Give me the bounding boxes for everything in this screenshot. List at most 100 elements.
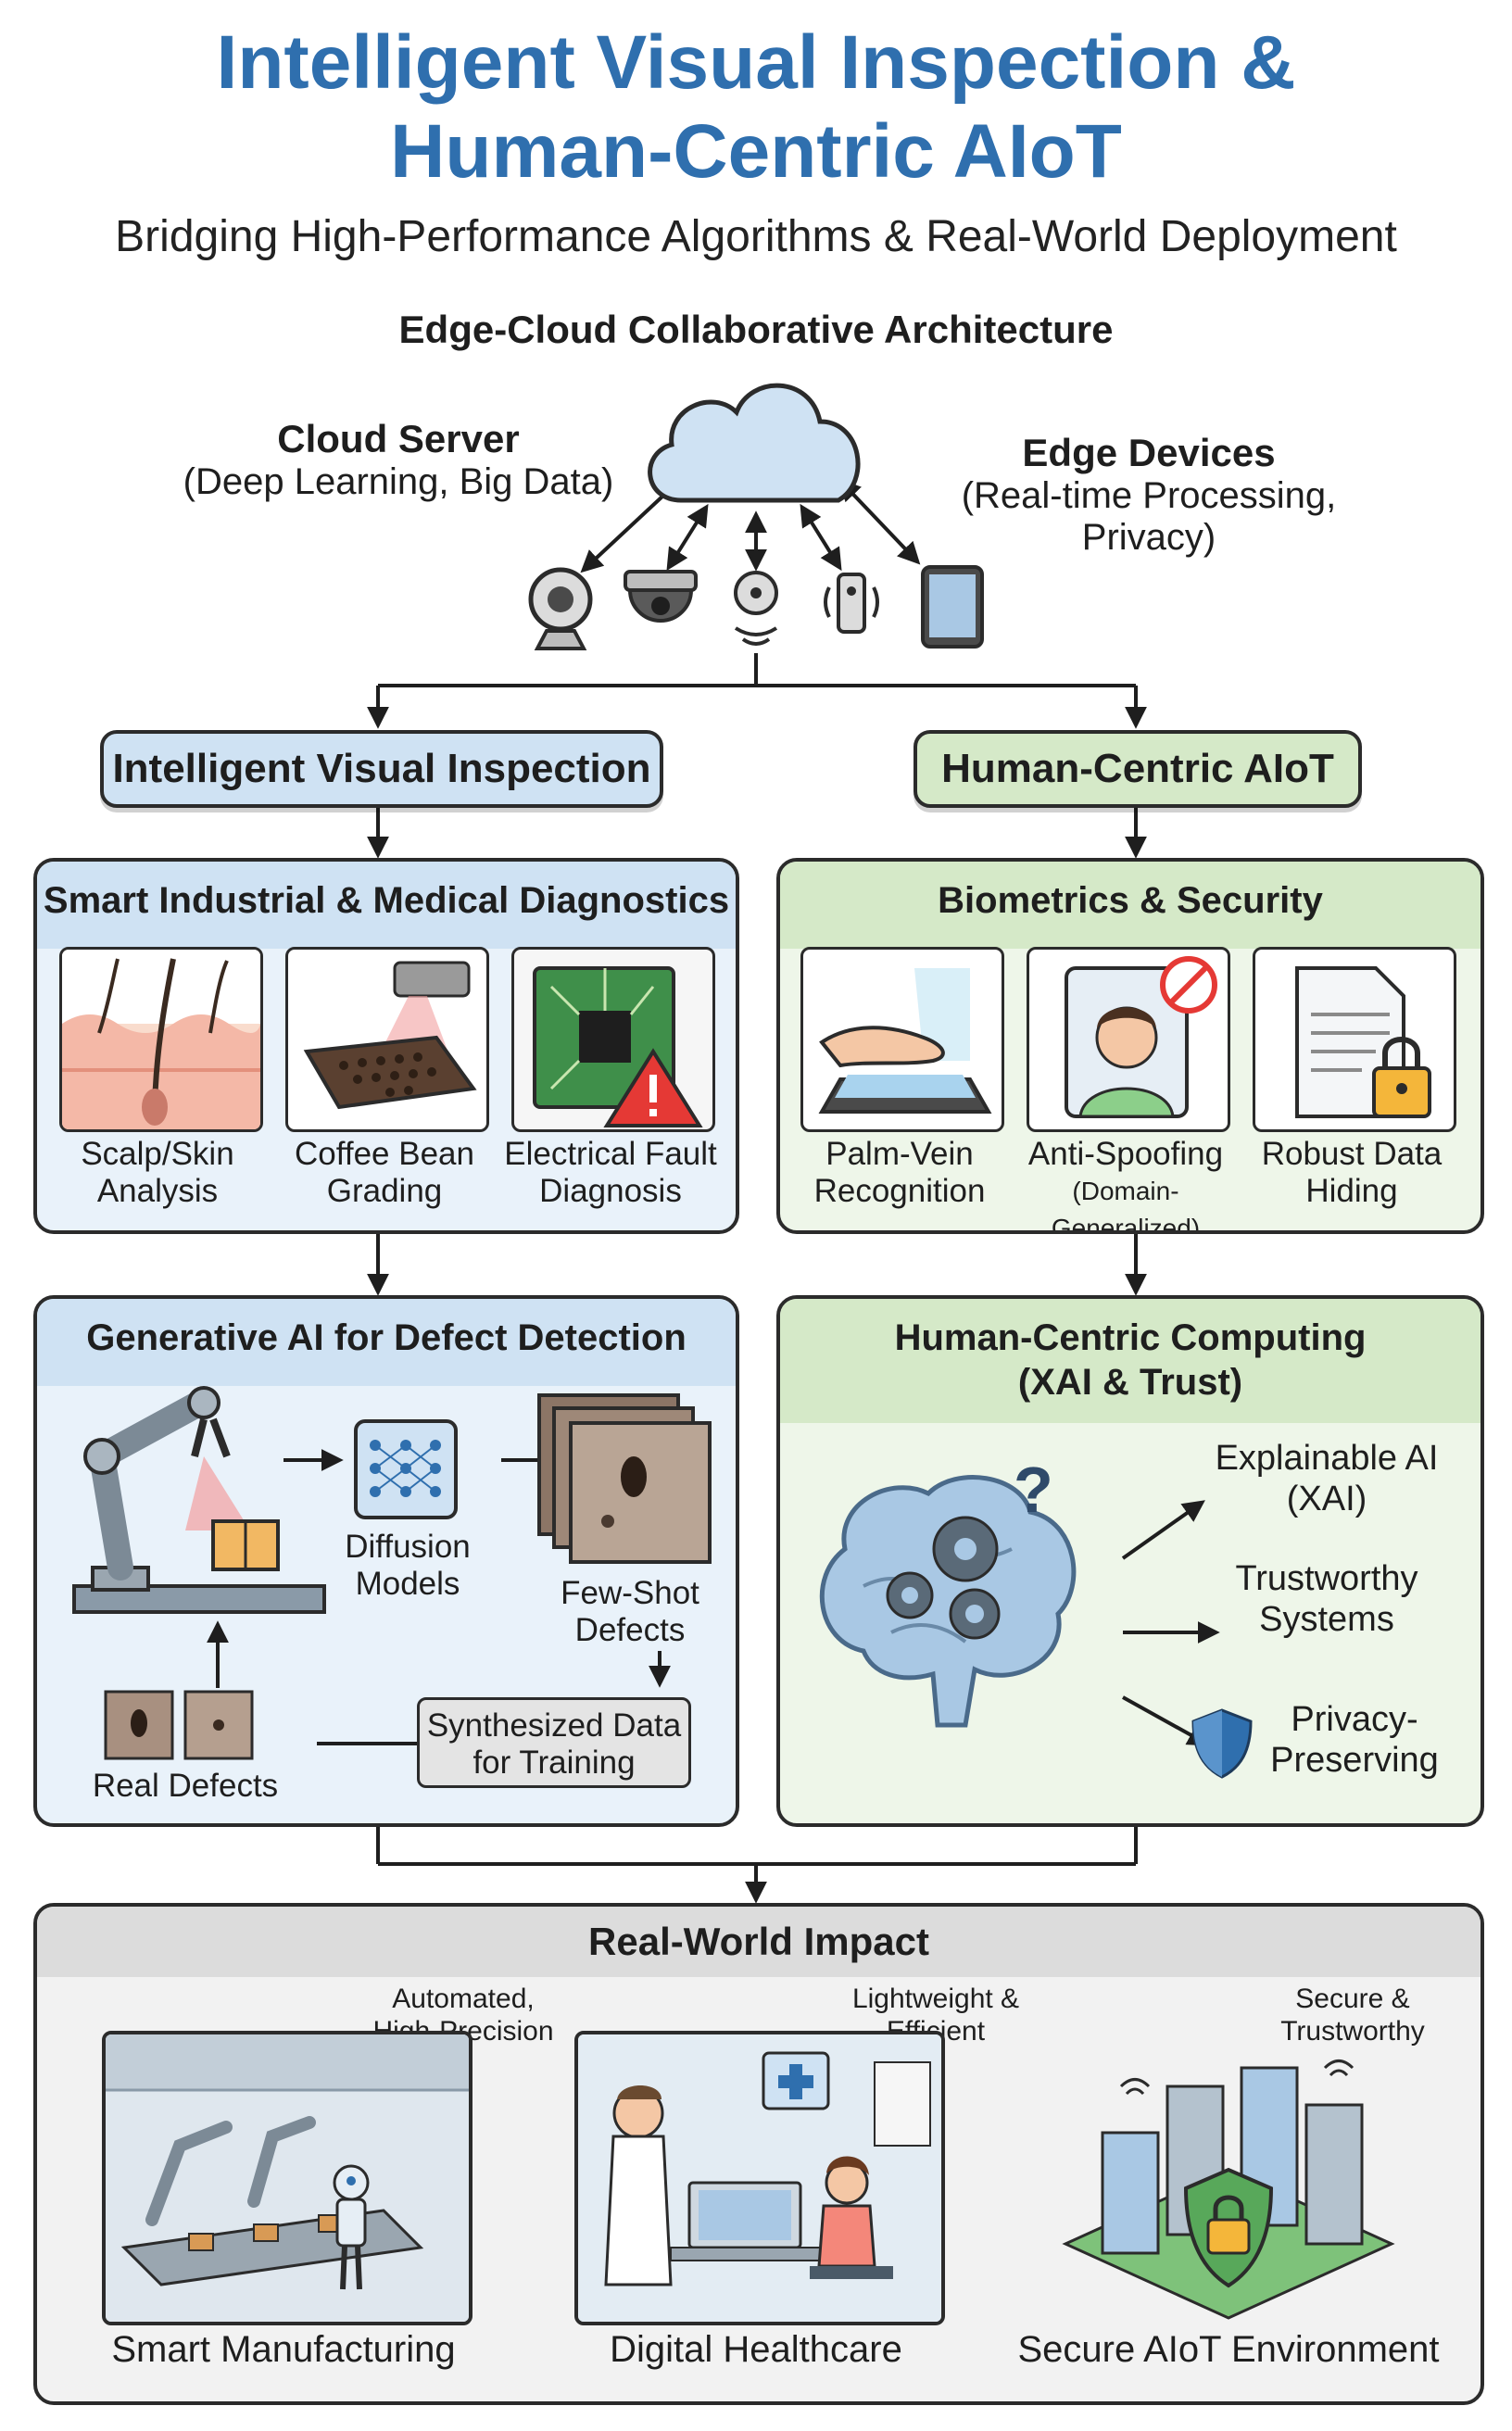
electrical-label-1: Electrical Fault bbox=[504, 1136, 717, 1172]
antispoof-label-1: Anti-Spoofing bbox=[1027, 1136, 1224, 1172]
circuit-board-warning-icon bbox=[533, 966, 703, 1127]
cloud-icon bbox=[648, 383, 861, 503]
secure-tag-1: Secure & bbox=[1295, 1984, 1410, 2014]
impact-tag-secure: Secure & Trustworthy bbox=[1241, 1983, 1464, 2047]
real-world-impact-title: Real-World Impact bbox=[37, 1907, 1480, 1977]
xai-label: Explainable AI (XAI) bbox=[1188, 1438, 1466, 1519]
robot-arm-icon bbox=[72, 1386, 326, 1614]
tablet-icon bbox=[921, 565, 984, 649]
scalp-skin-icon bbox=[62, 950, 260, 1129]
synth-label-2: for Training bbox=[472, 1745, 636, 1781]
palm-vein-label: Palm-Vein Recognition bbox=[780, 1136, 1020, 1210]
face-anti-spoof-icon bbox=[1065, 956, 1217, 1118]
webcam-icon bbox=[528, 567, 593, 650]
page-subtitle: Bridging High-Performance Algorithms & R… bbox=[115, 212, 1397, 261]
biometrics-security-panel: Biometrics & Security bbox=[776, 858, 1484, 1234]
smart-manufacturing-card bbox=[102, 2031, 472, 2325]
edge-devices-desc-1: (Real-time Processing, bbox=[961, 475, 1337, 516]
scalp-analysis-label: Scalp/Skin Analysis bbox=[37, 1136, 278, 1210]
branch-visual-inspection: Intelligent Visual Inspection bbox=[100, 730, 663, 808]
healthcare-tag-1: Lightweight & bbox=[851, 1984, 1020, 2014]
dome-camera-icon bbox=[624, 570, 698, 623]
coffee-label-2: Grading bbox=[326, 1173, 443, 1209]
real-world-impact-panel: Real-World Impact Automated, High-Precis… bbox=[33, 1903, 1484, 2405]
smart-sensor-icon bbox=[824, 573, 879, 634]
hc-title-2: (XAI & Trust) bbox=[1017, 1362, 1243, 1403]
secure-aiot-label: Secure AIoT Environment bbox=[1017, 2329, 1440, 2370]
real-defect-images bbox=[104, 1690, 254, 1760]
xai-label-1: Explainable AI bbox=[1215, 1439, 1439, 1478]
data-hiding-tile bbox=[1253, 947, 1456, 1132]
data-hiding-label: Robust Data Hiding bbox=[1231, 1136, 1472, 1210]
smart-manufacturing-label: Smart Manufacturing bbox=[111, 2329, 456, 2370]
trustworthy-label: Trustworthy Systems bbox=[1188, 1558, 1466, 1640]
palm-label-2: Recognition bbox=[813, 1173, 986, 1209]
scalp-label-1: Scalp/Skin bbox=[81, 1136, 234, 1172]
digital-healthcare-label: Digital Healthcare bbox=[610, 2329, 902, 2370]
document-lock-icon bbox=[1295, 966, 1431, 1118]
synthesized-data-box: Synthesized Data for Training bbox=[417, 1697, 691, 1788]
edge-devices-title: Edge Devices bbox=[1022, 431, 1276, 474]
xai-label-2: (XAI) bbox=[1286, 1480, 1367, 1518]
palm-label-1: Palm-Vein bbox=[825, 1136, 974, 1172]
branch-visual-inspection-label: Intelligent Visual Inspection bbox=[112, 746, 651, 791]
doctor-patient-icon bbox=[578, 2034, 941, 2322]
diffusion-label-2: Models bbox=[355, 1566, 460, 1602]
xai-arrows bbox=[1121, 1500, 1220, 1746]
neural-network-icon bbox=[354, 1419, 458, 1519]
antispoof-label-2: (Domain-Generalized) bbox=[1051, 1177, 1201, 1234]
electrical-label-2: Diagnosis bbox=[539, 1173, 682, 1209]
defect-flow-arrows bbox=[207, 1620, 671, 1755]
svg-text:?: ? bbox=[1014, 1454, 1053, 1526]
human-centric-computing-title: Human-Centric Computing (XAI & Trust) bbox=[780, 1299, 1480, 1423]
electrical-fault-tile bbox=[511, 947, 715, 1132]
cloud-server-label: Cloud Server (Deep Learning, Big Data) bbox=[139, 417, 658, 503]
diffusion-models-label: Diffusion Models bbox=[315, 1529, 500, 1603]
sensor-icon bbox=[734, 571, 778, 646]
biometrics-security-title: Biometrics & Security bbox=[780, 862, 1480, 949]
digital-healthcare-card bbox=[574, 2031, 945, 2325]
smart-city-lock-icon bbox=[1062, 2059, 1395, 2320]
trust-label-2: Systems bbox=[1259, 1600, 1394, 1639]
secure-aiot-card bbox=[1047, 2031, 1410, 2320]
title-line-2: Human-Centric AIoT bbox=[390, 109, 1122, 194]
datahiding-label-1: Robust Data bbox=[1261, 1136, 1443, 1172]
fewshot-label-2: Defects bbox=[574, 1612, 686, 1648]
manufacturing-tag-1: Automated, bbox=[392, 1984, 535, 2014]
fewshot-label-1: Few-Shot bbox=[561, 1575, 699, 1611]
generative-ai-panel: Generative AI for Defect Detection Diffu… bbox=[33, 1295, 739, 1827]
trust-label-1: Trustworthy bbox=[1235, 1559, 1418, 1598]
architecture-title: Edge-Cloud Collaborative Architecture bbox=[398, 308, 1114, 351]
diffusion-label-1: Diffusion bbox=[345, 1529, 471, 1565]
human-centric-computing-panel: Human-Centric Computing (XAI & Trust) ? … bbox=[776, 1295, 1484, 1827]
cloud-server-desc: (Deep Learning, Big Data) bbox=[183, 461, 614, 502]
branch-human-centric-aiot-label: Human-Centric AIoT bbox=[941, 746, 1334, 791]
privacy-label-2: Preserving bbox=[1270, 1741, 1439, 1780]
impact-tag-healthcare: Lightweight & Efficient bbox=[815, 1983, 1056, 2047]
shield-icon bbox=[1191, 1708, 1253, 1779]
coffee-label-1: Coffee Bean bbox=[295, 1136, 474, 1172]
electrical-fault-label: Electrical Fault Diagnosis bbox=[490, 1136, 731, 1210]
brain-gears-icon: ? bbox=[819, 1454, 1077, 1728]
coffee-grading-tile bbox=[285, 947, 489, 1132]
branch-human-centric-aiot: Human-Centric AIoT bbox=[914, 730, 1362, 808]
real-defects-label: Real Defects bbox=[92, 1768, 279, 1804]
privacy-preserving-label: Privacy- Preserving bbox=[1243, 1699, 1466, 1781]
anti-spoofing-label: Anti-Spoofing (Domain-Generalized) bbox=[1005, 1136, 1246, 1234]
page-title: Intelligent Visual Inspection & Human-Ce… bbox=[0, 19, 1512, 196]
synth-label-1: Synthesized Data bbox=[426, 1707, 682, 1744]
edge-devices-label: Edge Devices (Real-time Processing, Priv… bbox=[926, 431, 1371, 559]
scalp-label-2: Analysis bbox=[96, 1173, 219, 1209]
palm-scanner-icon bbox=[818, 968, 992, 1114]
industrial-diagnostics-panel: Smart Industrial & Medical Diagnostics bbox=[33, 858, 739, 1234]
cloud-server-title: Cloud Server bbox=[277, 417, 520, 460]
coffee-bean-tray-icon bbox=[303, 961, 477, 1110]
industrial-diagnostics-title: Smart Industrial & Medical Diagnostics bbox=[37, 862, 736, 949]
palm-vein-tile bbox=[800, 947, 1004, 1132]
title-line-1: Intelligent Visual Inspection & bbox=[216, 20, 1296, 105]
privacy-label-1: Privacy- bbox=[1291, 1700, 1418, 1739]
factory-icon bbox=[106, 2034, 469, 2322]
secure-tag-2: Trustworthy bbox=[1280, 2016, 1425, 2047]
edge-devices-desc-2: Privacy) bbox=[1081, 517, 1216, 558]
